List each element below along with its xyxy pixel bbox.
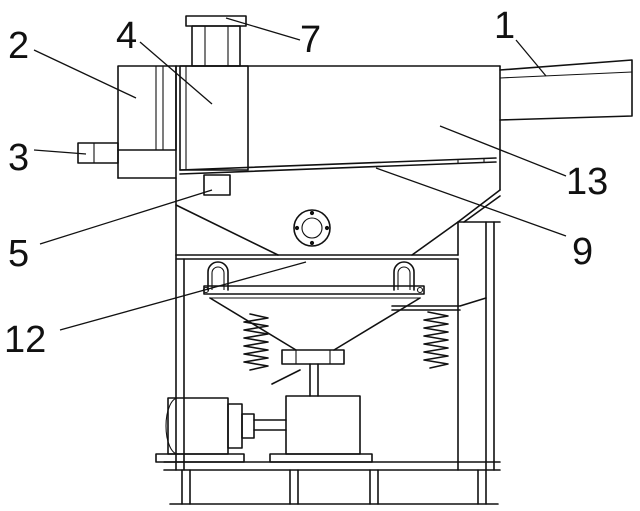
motor	[155, 397, 287, 463]
right-shelf	[391, 297, 487, 311]
spring-hook-right	[393, 261, 415, 291]
inner-cylinder	[179, 65, 249, 171]
leader-lines	[33, 17, 567, 331]
discharge-chute	[499, 59, 633, 121]
label-5: 5	[8, 233, 29, 275]
side-feed-box	[117, 65, 177, 179]
spring-left	[243, 313, 269, 371]
lower-frame	[163, 254, 501, 505]
deck-block	[203, 174, 231, 196]
collecting-hopper	[175, 204, 459, 260]
lower-funnel	[209, 297, 421, 397]
label-1: 1	[494, 5, 515, 47]
callouts: 1 2 3 4 5 7 9 12 13	[4, 5, 608, 361]
spring-hook-left	[207, 261, 229, 291]
vibrator-unit	[269, 395, 373, 463]
spring-right	[423, 311, 449, 369]
vibrating-plate	[202, 285, 425, 299]
small-outlet-pipe	[77, 142, 119, 164]
screen-deck	[179, 157, 497, 175]
label-7: 7	[300, 19, 321, 61]
label-3: 3	[8, 137, 29, 179]
right-brace	[457, 189, 501, 471]
label-13: 13	[566, 161, 608, 203]
label-12: 12	[4, 319, 46, 361]
label-4: 4	[116, 15, 137, 57]
label-9: 9	[572, 231, 593, 273]
top-inlet-pipe	[185, 15, 247, 67]
label-2: 2	[8, 25, 29, 67]
